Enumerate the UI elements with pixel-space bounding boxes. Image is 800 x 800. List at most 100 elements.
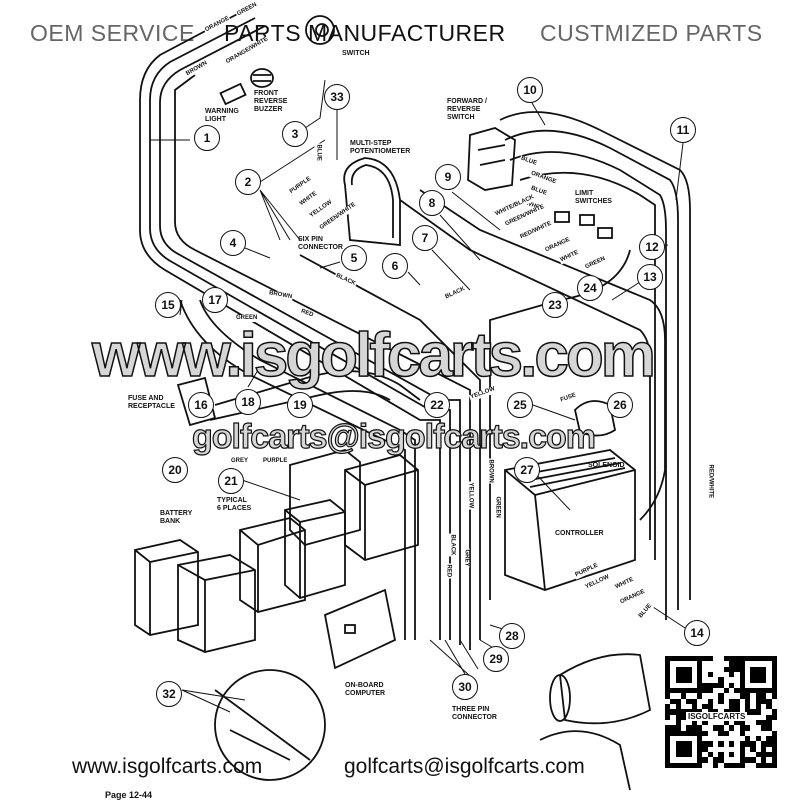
qr-module bbox=[766, 719, 772, 726]
qr-module bbox=[686, 751, 692, 758]
qr-module bbox=[665, 741, 671, 747]
wire-label-black: BLACK bbox=[448, 533, 456, 557]
qr-module bbox=[702, 661, 708, 667]
qr-module bbox=[729, 677, 735, 683]
qr-module bbox=[771, 693, 777, 699]
qr-module bbox=[691, 762, 697, 768]
label-limit-switches: LIMIT SWITCHES bbox=[575, 190, 612, 205]
qr-module bbox=[702, 693, 708, 699]
qr-module bbox=[713, 735, 719, 742]
qr-module bbox=[729, 730, 735, 736]
qr-module bbox=[707, 666, 713, 672]
qr-module bbox=[707, 746, 713, 752]
qr-module bbox=[686, 693, 692, 699]
qr-module bbox=[729, 719, 735, 726]
qr-module bbox=[665, 714, 671, 720]
qr-module bbox=[681, 666, 687, 672]
qr-module bbox=[761, 656, 767, 662]
qr-module bbox=[755, 757, 761, 763]
qr-module bbox=[675, 656, 681, 662]
qr-module bbox=[665, 666, 671, 672]
qr-module bbox=[723, 682, 729, 688]
qr-module bbox=[750, 671, 756, 678]
qr-module bbox=[681, 762, 687, 768]
qr-module bbox=[745, 751, 751, 758]
qr-module bbox=[745, 693, 751, 699]
wire-label-yellow: YELLOW bbox=[466, 481, 474, 510]
warning-light-icon bbox=[219, 82, 247, 106]
callout-10: 10 bbox=[517, 77, 543, 103]
qr-module bbox=[702, 746, 708, 752]
qr-module bbox=[697, 757, 703, 763]
callout-leaders bbox=[150, 79, 686, 713]
callout-21: 21 bbox=[218, 468, 244, 494]
qr-module bbox=[729, 703, 735, 710]
qr-module bbox=[739, 762, 745, 768]
callout-15: 15 bbox=[155, 292, 181, 318]
qr-module bbox=[713, 709, 719, 715]
qr-module bbox=[739, 735, 745, 742]
qr-module bbox=[691, 735, 697, 742]
qr-module bbox=[665, 703, 671, 710]
qr-module bbox=[691, 698, 697, 704]
banner-customized-parts: CUSTMIZED PARTS bbox=[540, 20, 763, 46]
callout-20: 20 bbox=[162, 457, 188, 483]
qr-module bbox=[718, 751, 724, 758]
qr-module bbox=[766, 746, 772, 752]
qr-module bbox=[665, 762, 671, 768]
qr-module bbox=[745, 741, 751, 747]
qr-module bbox=[729, 666, 735, 672]
qr-module bbox=[665, 746, 671, 752]
qr-module bbox=[681, 751, 687, 758]
label-solenoid: SOLENOID bbox=[588, 462, 625, 469]
qr-module bbox=[745, 687, 751, 694]
qr-module bbox=[761, 714, 767, 720]
qr-module bbox=[771, 735, 777, 742]
qr-module bbox=[766, 757, 772, 763]
qr-module bbox=[771, 741, 777, 747]
qr-module bbox=[745, 703, 751, 710]
callout-2: 2 bbox=[235, 169, 261, 195]
qr-module bbox=[723, 709, 729, 715]
qr-module bbox=[734, 735, 740, 742]
qr-module bbox=[713, 671, 719, 678]
qr-module bbox=[675, 709, 681, 715]
qr-module bbox=[686, 703, 692, 710]
qr-module bbox=[729, 762, 735, 768]
qr-module bbox=[734, 661, 740, 667]
qr-module bbox=[691, 687, 697, 694]
qr-module bbox=[675, 661, 681, 667]
qr-module bbox=[713, 682, 719, 688]
qr-module bbox=[670, 730, 676, 736]
callout-32: 32 bbox=[156, 681, 182, 707]
qr-module bbox=[771, 687, 777, 694]
qr-module bbox=[771, 656, 777, 662]
qr-module bbox=[766, 751, 772, 758]
qr-module bbox=[729, 757, 735, 763]
qr-module bbox=[734, 682, 740, 688]
qr-module bbox=[771, 698, 777, 704]
qr-module bbox=[750, 709, 756, 715]
qr-module bbox=[665, 671, 671, 678]
callout-25: 25 bbox=[507, 392, 533, 418]
qr-module bbox=[686, 725, 692, 731]
ignition-switch bbox=[305, 15, 335, 45]
qr-module bbox=[723, 656, 729, 662]
qr-module bbox=[691, 703, 697, 710]
qr-module bbox=[697, 693, 703, 699]
qr-module bbox=[713, 741, 719, 747]
qr-module bbox=[665, 698, 671, 704]
qr-module bbox=[739, 693, 745, 699]
qr-module bbox=[707, 741, 713, 747]
qr-module bbox=[697, 671, 703, 678]
qr-module bbox=[691, 693, 697, 699]
qr-module bbox=[670, 757, 676, 763]
qr-module bbox=[734, 757, 740, 763]
qr-module bbox=[670, 656, 676, 662]
callout-11: 11 bbox=[670, 117, 696, 143]
qr-module bbox=[739, 671, 745, 678]
qr-module bbox=[707, 661, 713, 667]
qr-module bbox=[766, 677, 772, 683]
qr-module bbox=[670, 666, 676, 672]
qr-module bbox=[723, 735, 729, 742]
